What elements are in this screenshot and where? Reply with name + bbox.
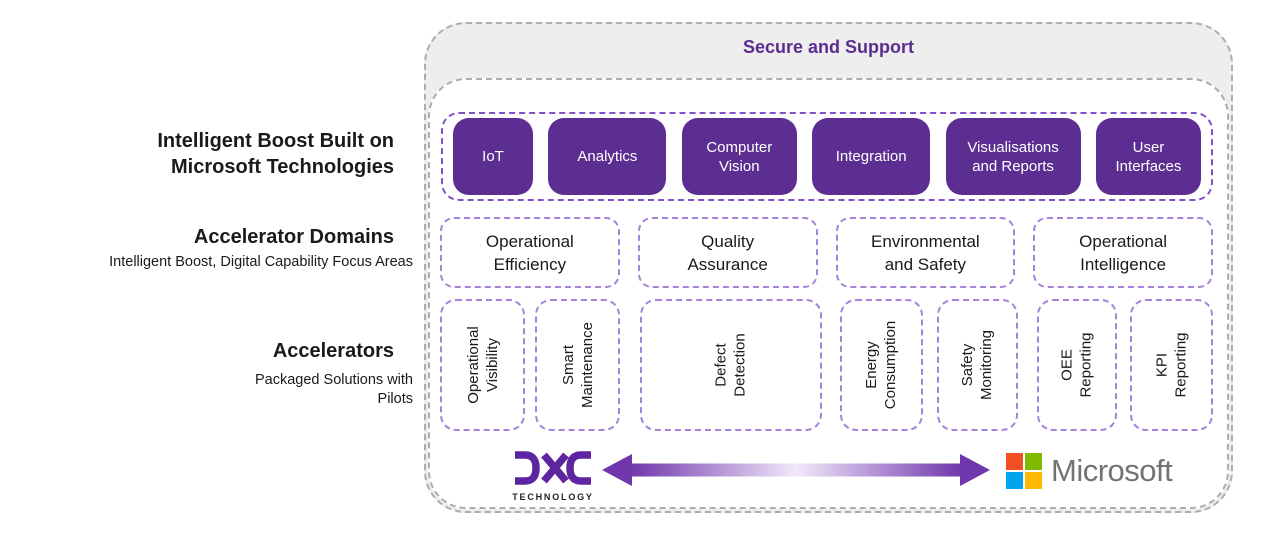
tech-box-label: Computer Vision bbox=[706, 138, 773, 175]
microsoft-logo: Microsoft bbox=[1006, 453, 1173, 489]
domain-box-label: Operational Efficiency bbox=[485, 231, 574, 274]
domain-box-label: Environmental and Safety bbox=[871, 231, 980, 274]
dxc-wordmark-icon bbox=[515, 451, 591, 485]
tech-box-label: IoT bbox=[482, 148, 504, 165]
microsoft-label: Microsoft bbox=[1051, 453, 1173, 488]
tech-box-user-interfaces: User Interfaces bbox=[1095, 118, 1201, 195]
domain-box-operational-efficiency: Operational Efficiency bbox=[440, 217, 620, 288]
partnership-arrow bbox=[602, 452, 990, 493]
accelerator-box-label: Energy Consumption bbox=[863, 320, 900, 410]
domain-box-quality-assurance: Quality Assurance bbox=[637, 217, 818, 288]
domain-box-operational-intelligence: Operational Intelligence bbox=[1033, 217, 1213, 288]
secure-support-title: Secure and Support bbox=[742, 37, 915, 57]
tech-box-label: Integration bbox=[835, 148, 907, 165]
accelerator-box-label: KPI Reporting bbox=[1153, 332, 1190, 398]
tech-box-analytics: Analytics bbox=[548, 118, 667, 195]
tech-box-visualisations: Visualisations and Reports bbox=[945, 118, 1081, 195]
bidirectional-arrow-icon bbox=[602, 454, 990, 486]
accelerator-box-label: Smart Maintenance bbox=[559, 322, 596, 408]
accelerators-label: Accelerators bbox=[272, 340, 394, 362]
accelerator-box-label: Operational Visibility bbox=[464, 326, 501, 404]
accelerator-box-energy-consumption: Energy Consumption bbox=[840, 299, 923, 431]
accelerator-box-operational-visibility: Operational Visibility bbox=[440, 299, 525, 431]
domain-box-label: Operational Intelligence bbox=[1079, 231, 1168, 274]
domain-box-environmental-safety: Environmental and Safety bbox=[835, 217, 1016, 288]
accelerator-box-defect-detection: Defect Detection bbox=[640, 299, 822, 431]
accelerator-box-smart-maintenance: Smart Maintenance bbox=[535, 299, 620, 431]
accelerator-box-label: Safety Monitoring bbox=[959, 329, 996, 401]
accelerator-box-label: OEE Reporting bbox=[1058, 332, 1095, 398]
microsoft-logo-icon bbox=[1006, 453, 1042, 489]
dxc-logo: TECHNOLOGY bbox=[512, 451, 594, 502]
tech-box-iot: IoT bbox=[453, 118, 533, 195]
accelerator-box-safety-monitoring: Safety Monitoring bbox=[937, 299, 1018, 431]
tech-box-label: Visualisations and Reports bbox=[967, 138, 1059, 175]
accelerators-subtitle: Packaged Solutions with Pilots bbox=[255, 372, 413, 407]
domain-box-label: Quality Assurance bbox=[687, 231, 768, 274]
accelerator-domains-subtitle: Intelligent Boost, Digital Capability Fo… bbox=[109, 254, 413, 270]
accelerators-row: Operational Visibility Smart Maintenance… bbox=[440, 299, 1213, 431]
accelerator-box-label: Defect Detection bbox=[713, 333, 749, 397]
technologies-row: IoT Analytics Computer Vision Integratio… bbox=[441, 112, 1213, 201]
domains-row: Operational Efficiency Quality Assurance… bbox=[440, 217, 1213, 288]
tech-box-label: Analytics bbox=[577, 148, 638, 165]
intelligent-boost-label: Intelligent Boost Built on Microsoft Tec… bbox=[157, 130, 394, 178]
accelerator-box-kpi-reporting: KPI Reporting bbox=[1130, 299, 1213, 431]
left-label-column: Intelligent Boost Built on Microsoft Tec… bbox=[0, 0, 413, 533]
accelerator-box-oee-reporting: OEE Reporting bbox=[1037, 299, 1117, 431]
dxc-technology-label: TECHNOLOGY bbox=[512, 492, 594, 502]
tech-box-integration: Integration bbox=[812, 118, 931, 195]
tech-box-computer-vision: Computer Vision bbox=[681, 118, 797, 195]
accelerator-domains-label: Accelerator Domains bbox=[193, 226, 394, 248]
tech-box-label: User Interfaces bbox=[1115, 138, 1182, 175]
